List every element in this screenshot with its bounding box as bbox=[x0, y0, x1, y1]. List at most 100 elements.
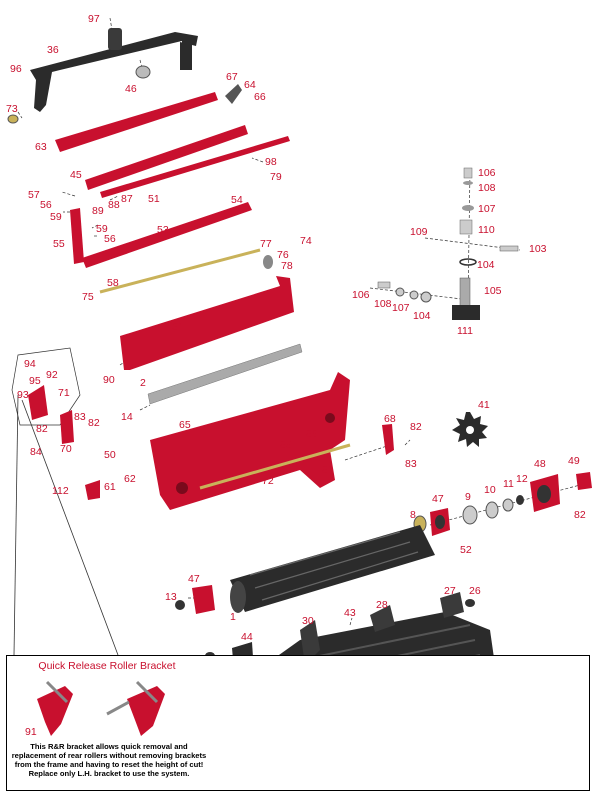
callout: 82 bbox=[410, 421, 422, 433]
callout: 64 bbox=[244, 79, 256, 91]
callout: 111 bbox=[457, 325, 473, 337]
callout: 79 bbox=[270, 171, 282, 183]
callout: 54 bbox=[231, 194, 243, 206]
part-55-bracket bbox=[70, 208, 84, 264]
inset-title: Quick Release Roller Bracket bbox=[38, 660, 176, 672]
callout: 13 bbox=[165, 591, 177, 603]
callout: 87 bbox=[121, 193, 133, 205]
callout: 82 bbox=[36, 423, 48, 435]
callout: 45 bbox=[70, 169, 82, 181]
part-45-bar bbox=[85, 125, 248, 190]
callout: 78 bbox=[281, 260, 293, 272]
callout: 28 bbox=[376, 599, 388, 611]
callout: 10 bbox=[484, 484, 496, 496]
callout: 36 bbox=[47, 44, 59, 56]
callout: 43 bbox=[344, 607, 356, 619]
callout: 70 bbox=[60, 443, 72, 455]
part-64-bracket bbox=[225, 84, 242, 104]
part-31-bar bbox=[120, 276, 294, 370]
callout: 9 bbox=[465, 491, 471, 503]
callout: 83 bbox=[405, 458, 417, 470]
callout: 65 bbox=[179, 419, 191, 431]
callout: 94 bbox=[24, 358, 36, 370]
callout: 63 bbox=[35, 141, 47, 153]
callout: 26 bbox=[469, 585, 481, 597]
part-26-plug-right bbox=[465, 599, 475, 607]
callout: 104 bbox=[413, 310, 431, 322]
callout: 27 bbox=[444, 585, 456, 597]
callout: 112 bbox=[52, 485, 69, 497]
callout: 53 bbox=[157, 224, 169, 236]
quick-release-inset: Quick Release Roller Bracket 91 This R&R… bbox=[6, 655, 590, 791]
inset-bracket-right bbox=[127, 686, 165, 736]
callout: 76 bbox=[277, 249, 289, 261]
callout: 14 bbox=[121, 411, 133, 423]
callout: 82 bbox=[88, 417, 100, 429]
part-72-shaft bbox=[199, 443, 351, 490]
quick-release-callout-outline bbox=[11, 347, 81, 444]
callout: 107 bbox=[478, 203, 496, 215]
callout: 8 bbox=[410, 509, 416, 521]
callout: 31 bbox=[172, 321, 184, 333]
callout: 73 bbox=[6, 103, 18, 115]
callout: 58 bbox=[107, 277, 119, 289]
callout: 59 bbox=[50, 211, 62, 223]
callout: 93 bbox=[17, 389, 29, 401]
callout: 59 bbox=[96, 223, 108, 235]
inset-bracket-illustration bbox=[37, 680, 165, 736]
callout: 97 bbox=[88, 13, 100, 25]
part-65-frame bbox=[150, 372, 350, 510]
part-51-bar bbox=[100, 136, 290, 198]
callout-labels: 97 36 96 46 73 67 64 66 63 98 79 45 51 8… bbox=[6, 13, 586, 753]
callout: 109 bbox=[410, 226, 428, 238]
callout: 86 bbox=[306, 428, 318, 440]
callout: 106 bbox=[478, 167, 496, 179]
callout: 30 bbox=[302, 615, 314, 627]
callout: 72 bbox=[262, 475, 274, 487]
inset-bracket-left bbox=[37, 686, 73, 736]
callout: 52 bbox=[460, 544, 472, 556]
callout: 61 bbox=[104, 481, 116, 493]
callout: 96 bbox=[10, 63, 22, 75]
callout: 11 bbox=[503, 478, 514, 490]
callout: 71 bbox=[58, 387, 70, 399]
part-53-bar bbox=[82, 202, 252, 268]
callout: 85 bbox=[280, 439, 292, 451]
part-13-nut bbox=[175, 600, 185, 610]
callout: 106 bbox=[352, 289, 370, 301]
callout: 82 bbox=[574, 509, 586, 521]
callout: 47 bbox=[432, 493, 444, 505]
callout: 57 bbox=[28, 189, 40, 201]
part-63-bar bbox=[55, 92, 218, 152]
callout: 83 bbox=[74, 411, 86, 423]
roller-bearing-train bbox=[413, 472, 592, 536]
callout: 66 bbox=[254, 91, 266, 103]
part-68-bracket bbox=[382, 424, 394, 455]
callout: 68 bbox=[384, 413, 396, 425]
callout: 50 bbox=[104, 449, 116, 461]
callout: 105 bbox=[484, 285, 502, 297]
callout: 74 bbox=[300, 235, 312, 247]
callout: 92 bbox=[46, 369, 58, 381]
callout: 44 bbox=[241, 631, 253, 643]
inset-pointer-line-2 bbox=[21, 399, 119, 656]
callout: 12 bbox=[516, 473, 528, 485]
callout: 90 bbox=[103, 374, 115, 386]
callout: 103 bbox=[529, 243, 547, 255]
inset-description: This R&R bracket allows quick removal an… bbox=[11, 742, 207, 778]
handle-frame bbox=[7, 28, 198, 124]
inset-pointer-line bbox=[13, 394, 19, 656]
callout: 46 bbox=[125, 83, 137, 95]
inset-part-number: 91 bbox=[25, 726, 37, 738]
callout: 41 bbox=[478, 399, 490, 411]
callout: 55 bbox=[53, 238, 65, 250]
callout: 95 bbox=[29, 375, 41, 387]
part-76-nut bbox=[263, 255, 273, 269]
part-58-rod bbox=[99, 248, 261, 294]
callout: 75 bbox=[82, 291, 94, 303]
part-41-gear bbox=[452, 412, 488, 447]
part-1-reel bbox=[230, 525, 435, 613]
callout: 108 bbox=[478, 182, 496, 194]
callout: 81 bbox=[322, 464, 334, 476]
callout: 84 bbox=[30, 446, 42, 458]
